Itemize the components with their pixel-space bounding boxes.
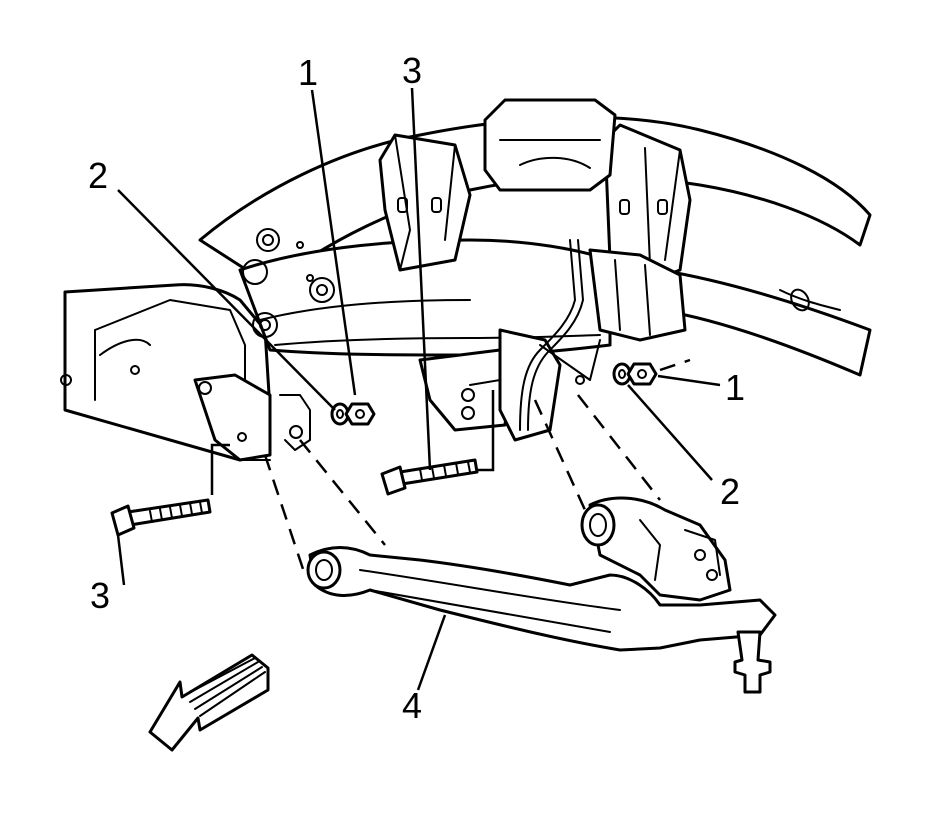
callout-1-right: 1 (725, 367, 746, 408)
callout-3-top: 3 (402, 50, 423, 91)
washer-icon (330, 362, 632, 426)
callout-3-left: 3 (90, 575, 111, 616)
bolt-icon (110, 458, 479, 537)
vehicle-frame (60, 98, 872, 462)
callout-1-left: 1 (298, 52, 319, 93)
leader-lines (116, 87, 721, 691)
front-direction-arrow (148, 653, 270, 752)
nut-icon (344, 362, 658, 426)
callout-2-left: 2 (88, 155, 109, 196)
lower-control-arm (306, 496, 777, 694)
callout-2-right: 2 (720, 471, 741, 512)
callout-4: 4 (402, 685, 423, 726)
alignment-lines (263, 358, 691, 576)
